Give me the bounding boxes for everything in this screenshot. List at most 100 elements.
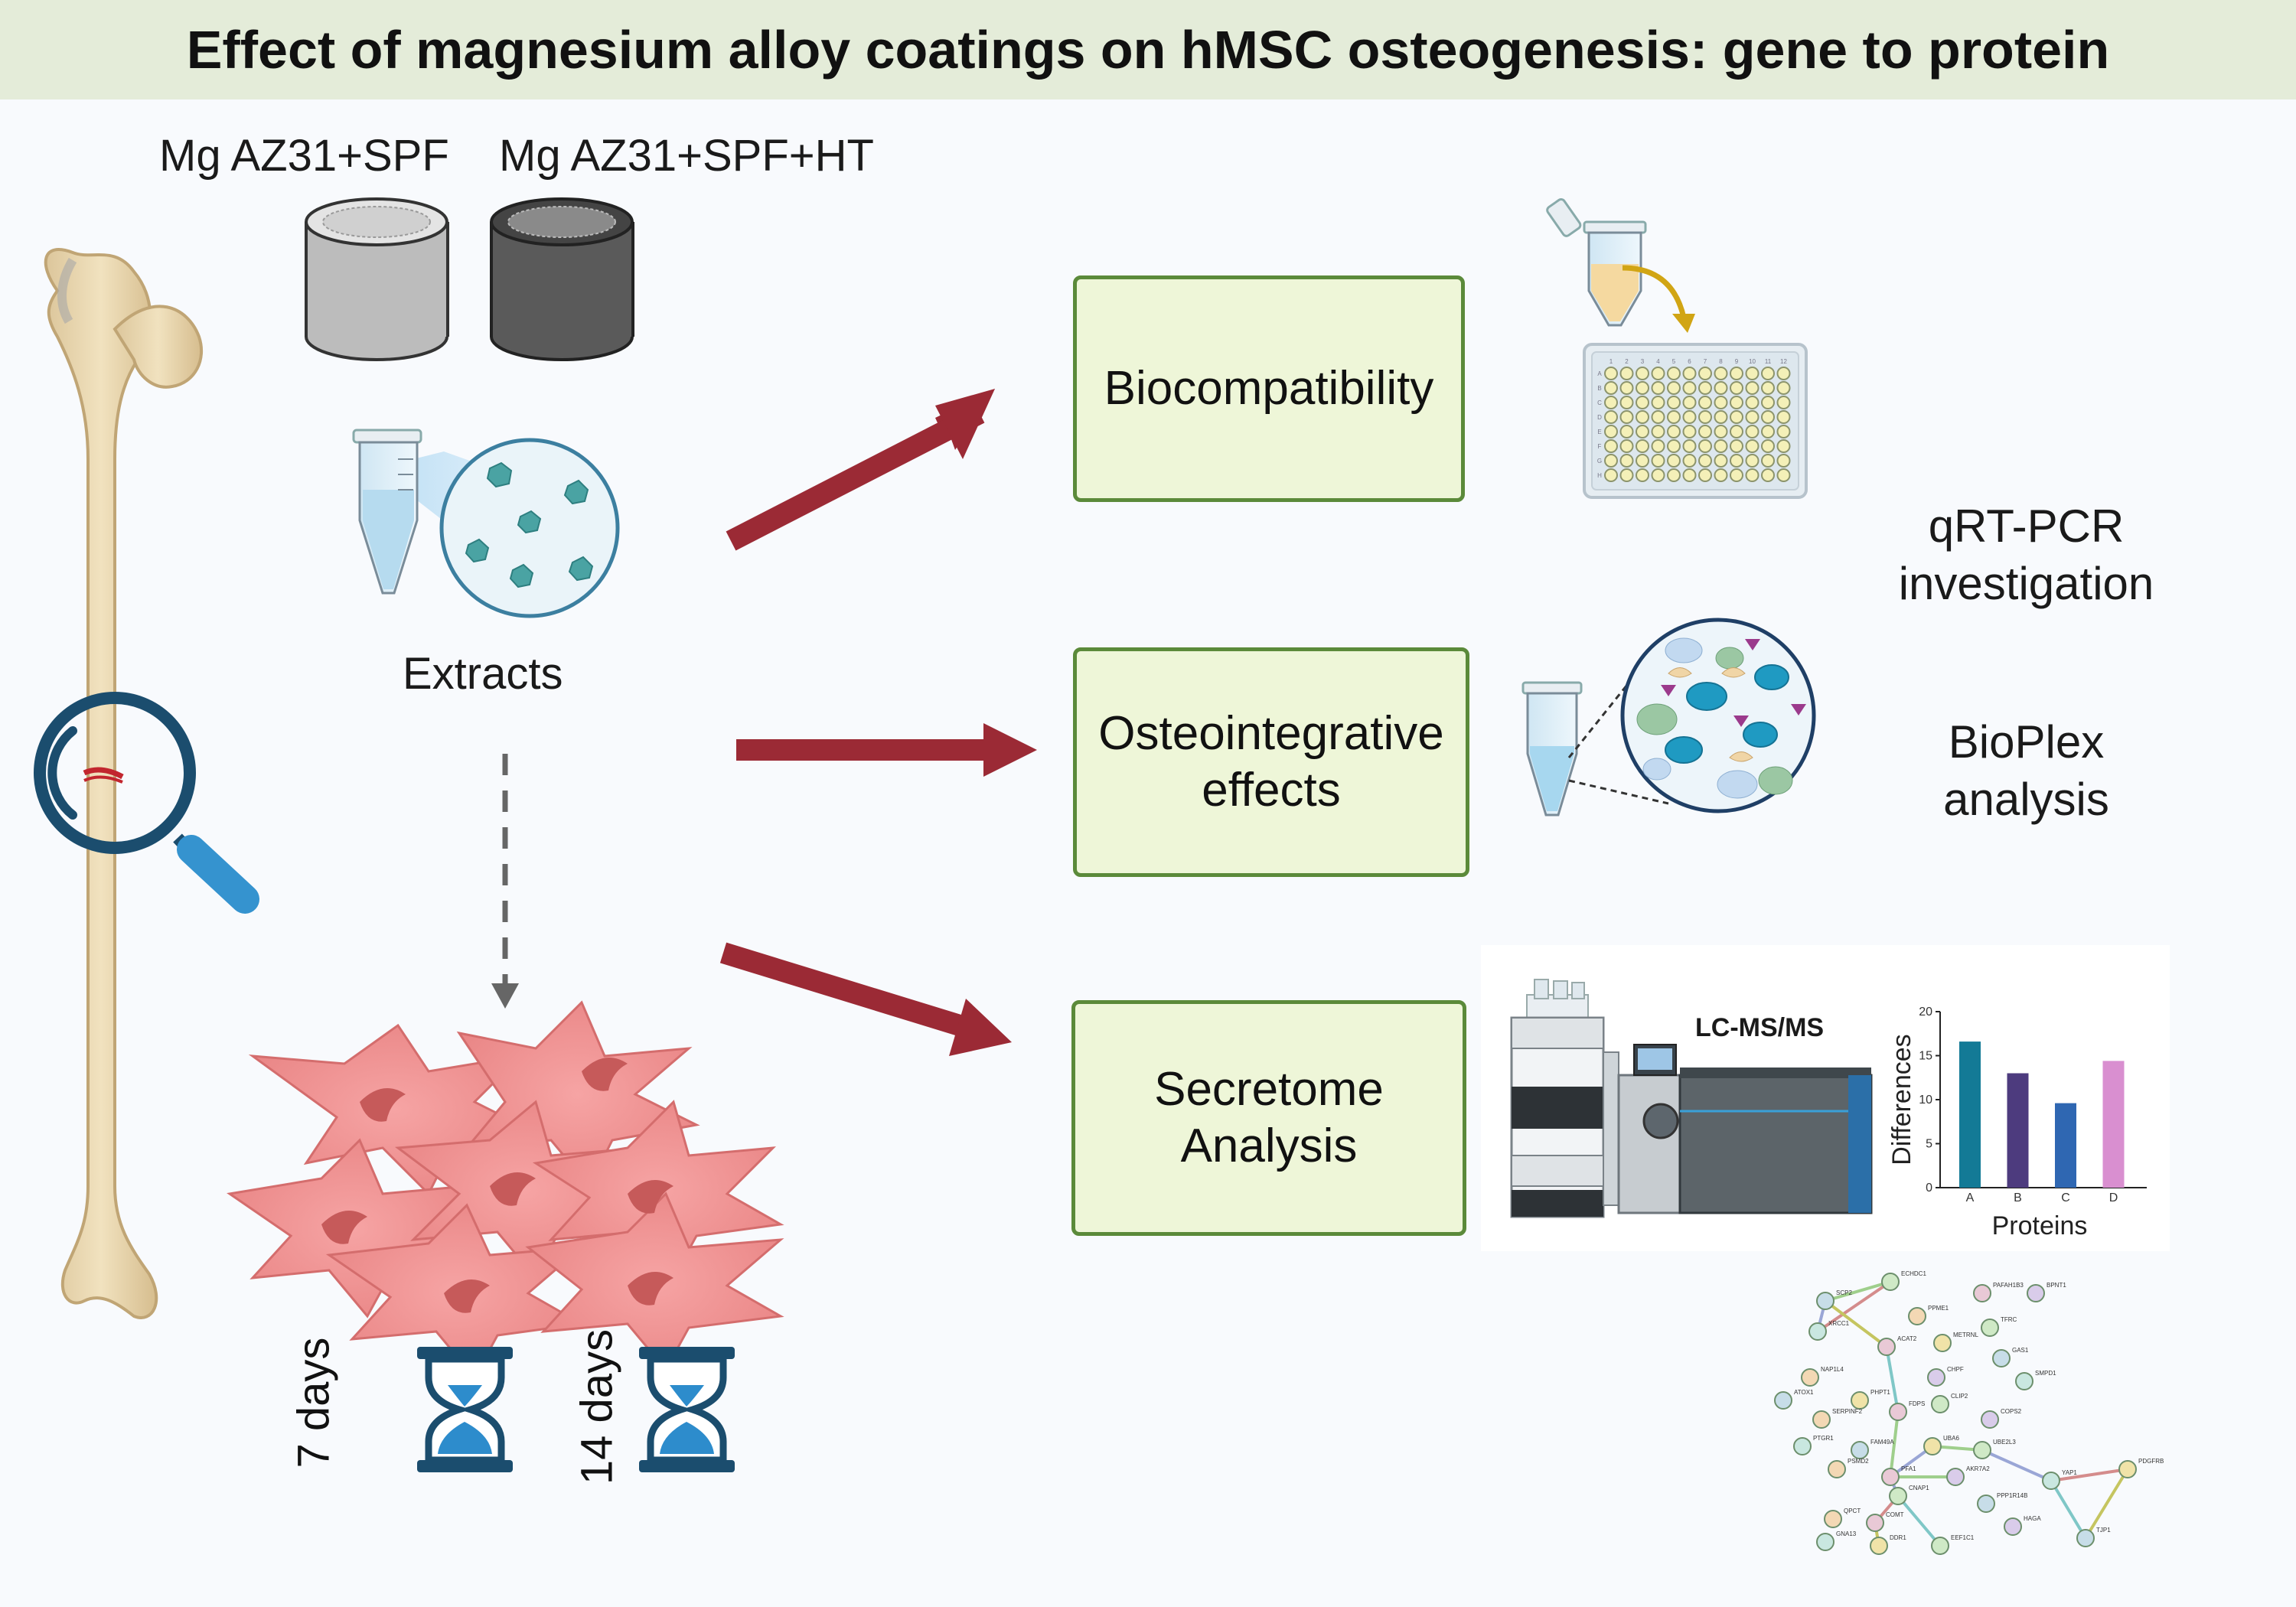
plate-well (1651, 381, 1665, 395)
plate-well (1619, 410, 1634, 424)
plate-well (1714, 425, 1728, 438)
network-node (1889, 1487, 1907, 1505)
biocompatibility-box: Biocompatibility (1073, 275, 1465, 502)
plate-well (1651, 468, 1665, 482)
plate-column-label: 12 (1780, 358, 1787, 365)
plate-well (1776, 381, 1791, 395)
plate-well (1651, 454, 1665, 468)
chart-y-tick-label: 5 (1926, 1138, 1932, 1151)
ms-system-illustration (1617, 1044, 1873, 1214)
network-node (1808, 1322, 1827, 1341)
plate-well (1698, 425, 1712, 438)
page-title: Effect of magnesium alloy coatings on hM… (186, 20, 2110, 80)
network-node (1992, 1349, 2011, 1367)
plate-well (1682, 454, 1697, 468)
plate-well (1636, 396, 1649, 409)
plate-well (1651, 439, 1665, 453)
chart-x-tick-label: B (2014, 1191, 2022, 1204)
plate-well (1667, 425, 1681, 438)
extract-particles-zoom (439, 438, 620, 618)
network-node (1816, 1533, 1835, 1551)
pipette-tube-icon (1546, 197, 1695, 333)
plate-well (1604, 396, 1618, 409)
plate-row-label: A (1597, 370, 1602, 377)
plate-column-label: 7 (1704, 358, 1707, 365)
network-node-label: GNA13 (1836, 1530, 1857, 1537)
plate-column-label: 6 (1688, 358, 1691, 365)
network-node-label: GAS1 (2012, 1347, 2029, 1354)
plate-well (1745, 439, 1760, 453)
plate-row-label: H (1597, 472, 1602, 479)
plate-well (1745, 425, 1760, 438)
plate-well (1667, 439, 1681, 453)
network-node-label: EEF1C1 (1951, 1534, 1975, 1541)
network-edge (1885, 1346, 1900, 1413)
plate-well (1745, 367, 1760, 380)
plate-column-label: 9 (1735, 358, 1739, 365)
plate-column-label: 4 (1656, 358, 1660, 365)
bioplex-beads-zoom (1620, 618, 1816, 813)
network-node (2015, 1372, 2033, 1390)
plate-well (1730, 367, 1743, 380)
plate-well (1682, 410, 1697, 424)
network-node (1881, 1273, 1900, 1291)
hourglass-icon-14days (639, 1347, 735, 1472)
network-node (1981, 1410, 1999, 1429)
plate-well (1745, 410, 1760, 424)
network-node-label: PSMD2 (1848, 1458, 1869, 1465)
plate-well (1619, 381, 1634, 395)
plate-well (1651, 396, 1665, 409)
plate-well (1682, 439, 1697, 453)
plate-well (1761, 425, 1775, 438)
network-node (1812, 1410, 1831, 1429)
plate-well (1761, 410, 1775, 424)
network-edge (1825, 1280, 1891, 1302)
network-node (1881, 1468, 1900, 1486)
network-edge (1889, 1411, 1900, 1478)
plate-well (1730, 396, 1743, 409)
plate-row-label: E (1597, 429, 1601, 435)
network-node-label: QPCT (1844, 1508, 1861, 1514)
plate-well (1636, 367, 1649, 380)
bioplex-tube-icon (1521, 680, 1669, 817)
plate-well (1730, 454, 1743, 468)
plate-well (1619, 454, 1634, 468)
timepoint-7days: 7 days (289, 1337, 339, 1468)
hmsc-cells-illustration (227, 1000, 784, 1380)
plate-well (1761, 367, 1775, 380)
network-node (1946, 1468, 1965, 1486)
network-node-label: CNAP1 (1909, 1485, 1929, 1491)
plate-well (1714, 381, 1728, 395)
lcms-label: LC-MS/MS (1695, 1013, 1825, 1042)
network-node-label: SERPINF2 (1832, 1408, 1863, 1415)
plate-well (1745, 454, 1760, 468)
sample-label-spf: Mg AZ31+SPF (159, 131, 449, 181)
network-node-label: PPME1 (1928, 1305, 1949, 1312)
network-node (1851, 1391, 1869, 1410)
plate-well (1698, 468, 1712, 482)
plate-well (1604, 425, 1618, 438)
plate-column-label: 10 (1749, 358, 1756, 365)
lc-system-illustration (1510, 979, 1619, 1218)
chart-x-tick-label: A (1966, 1191, 1975, 1204)
chart-y-tick-label: 20 (1919, 1006, 1932, 1019)
plate-well (1714, 439, 1728, 453)
network-edge (2050, 1479, 2087, 1540)
plate-well (1776, 454, 1791, 468)
network-node (2118, 1460, 2137, 1478)
plate-well (1761, 439, 1775, 453)
plate-row-label: F (1598, 443, 1602, 450)
network-node (1774, 1391, 1792, 1410)
timepoint-14days: 14 days (572, 1328, 622, 1485)
femur-bone-illustration (44, 248, 204, 1319)
sample-label-spf-ht: Mg AZ31+SPF+HT (499, 131, 874, 181)
network-node-label: PDGFRB (2138, 1458, 2164, 1465)
plate-well (1730, 439, 1743, 453)
network-node (2076, 1529, 2095, 1547)
network-node (2004, 1517, 2022, 1536)
network-node (1824, 1510, 1842, 1528)
network-node-label: SMPD1 (2035, 1370, 2056, 1377)
network-node-label: XRCC1 (1828, 1320, 1850, 1327)
plate-column-label: 3 (1641, 358, 1645, 365)
